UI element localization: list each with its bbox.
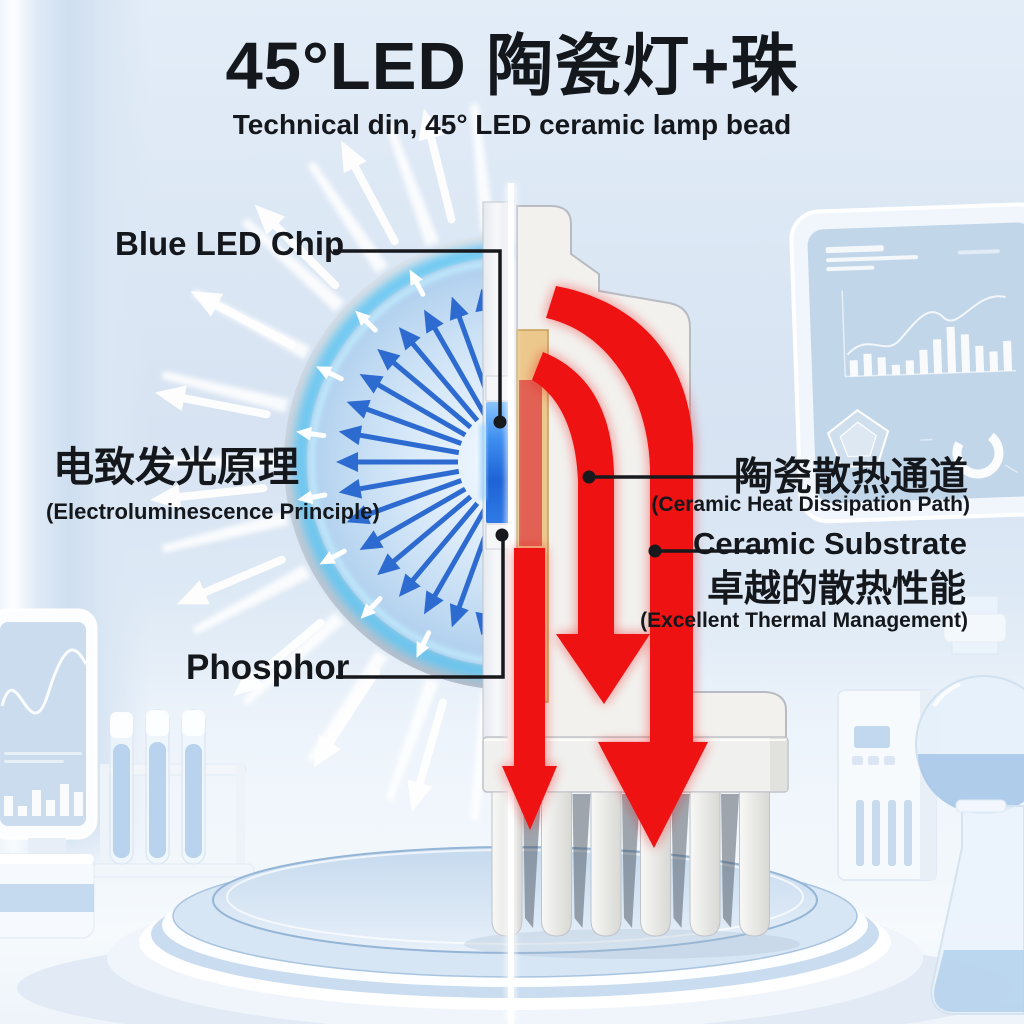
label-thermal-en: (Excellent Thermal Management) xyxy=(640,609,968,632)
label-electroluminescence-en: (Electroluminescence Principle) xyxy=(46,499,380,524)
monitor-caption-lines xyxy=(4,752,82,763)
label-heat-path-zh: 陶瓷散热通道 xyxy=(733,456,968,499)
mini-bar-chart-decoration xyxy=(4,784,83,816)
callout-phosphor xyxy=(336,540,505,679)
test-tube xyxy=(181,709,206,865)
label-electroluminescence-zh: 电致发光原理 xyxy=(53,444,299,490)
test-tube xyxy=(145,709,170,865)
heat-core xyxy=(519,380,542,546)
round-flask xyxy=(915,595,1024,814)
wave-line-decoration xyxy=(0,648,88,715)
radar-chart-decoration xyxy=(826,408,890,468)
side-monitor xyxy=(0,608,98,896)
lamp-shadow xyxy=(464,929,800,959)
petri-dish xyxy=(0,853,95,939)
erlenmeyer-flask xyxy=(930,799,1024,1015)
label-heat-path-en: (Ceramic Heat Dissipation Path) xyxy=(651,493,970,516)
test-tube-rack xyxy=(89,709,255,878)
donut-chart-decoration xyxy=(920,427,1019,479)
page-subtitle: Technical din, 45° LED ceramic lamp bead xyxy=(232,109,792,140)
callout-blue-led-chip xyxy=(333,249,502,418)
monitor-header-lines xyxy=(825,245,1000,272)
label-blue-led-chip: Blue LED Chip xyxy=(115,225,345,262)
instrument-display xyxy=(854,726,890,748)
callout-dots xyxy=(493,415,662,558)
page-title: 45°LED 陶瓷灯+珠 xyxy=(225,29,799,104)
instrument-vents xyxy=(856,800,912,866)
label-thermal-zh: 卓越的散热性能 xyxy=(707,568,966,609)
label-phosphor: Phosphor xyxy=(186,648,350,687)
dashboard-monitor xyxy=(789,202,1024,524)
callout-lines xyxy=(333,249,770,679)
split-divider xyxy=(505,183,517,1024)
test-tube xyxy=(109,711,134,865)
label-ceramic-substrate: Ceramic Substrate xyxy=(693,526,967,561)
bar-chart-decoration xyxy=(841,290,1017,378)
